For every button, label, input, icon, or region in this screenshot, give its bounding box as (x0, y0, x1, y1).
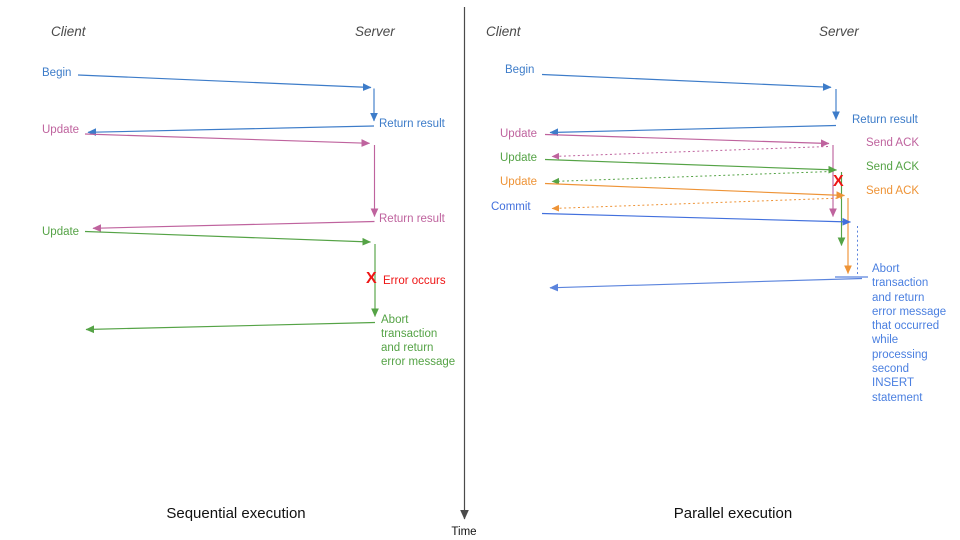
par-begin-request-arrow (541, 73, 832, 91)
par-send-ack-3-label: Send ACK (866, 185, 920, 197)
seq-begin-request-arrow (77, 74, 372, 92)
par-send-ack-1-label: Send ACK (866, 137, 920, 149)
seq-update-1-label: Update (42, 124, 80, 136)
seq-error-occurs-label: Error occurs (383, 275, 446, 287)
par-send-ack3-arrow (551, 197, 843, 212)
seq-error-x-icon: X (366, 270, 377, 287)
seq-abort-message: Abort transaction and return error messa… (381, 314, 456, 368)
par-update-3-label: Update (500, 176, 538, 188)
par-return-result-arrow (549, 124, 837, 137)
seq-return-result-2-arrow (92, 220, 375, 232)
sequential-execution-caption: Sequential execution (166, 505, 306, 522)
par-return-result-label: Return result (852, 114, 918, 126)
time-axis-label: Time (451, 526, 477, 538)
par-update2-request-arrow (544, 158, 838, 174)
par-update-2-label: Update (500, 152, 538, 164)
par-begin-label: Begin (505, 64, 535, 76)
seq-update2-request-arrow (84, 230, 372, 246)
par-send-ack2-arrow (551, 171, 832, 185)
par-commit-request-arrow (541, 212, 852, 226)
seq-update1-request-arrow (84, 133, 371, 147)
par-send-ack1-arrow (551, 146, 829, 160)
par-update-1-label: Update (500, 128, 538, 140)
seq-return-result-1-arrow (87, 125, 375, 137)
par-error-x-icon: X (833, 173, 844, 190)
seq-abort-return-arrow (85, 321, 376, 334)
par-send-ack-2-label: Send ACK (866, 161, 920, 173)
par-abort-return-arrow (549, 277, 863, 292)
seq-update-2-label: Update (42, 226, 80, 238)
par-commit-label: Commit (491, 201, 531, 213)
seq-client-column-label: Client (51, 24, 86, 39)
seq-begin-label: Begin (42, 67, 72, 79)
par-server-column-label: Server (819, 24, 859, 39)
seq-return-result-1-label: Return result (379, 118, 445, 130)
parallel-execution-caption: Parallel execution (673, 505, 793, 522)
par-update1-request-arrow (544, 133, 830, 148)
seq-server-column-label: Server (355, 24, 395, 39)
par-client-column-label: Client (486, 24, 521, 39)
par-abort-message: Abort transaction and return error messa… (872, 263, 947, 404)
seq-return-result-2-label: Return result (379, 213, 445, 225)
par-update3-request-arrow (544, 182, 846, 200)
